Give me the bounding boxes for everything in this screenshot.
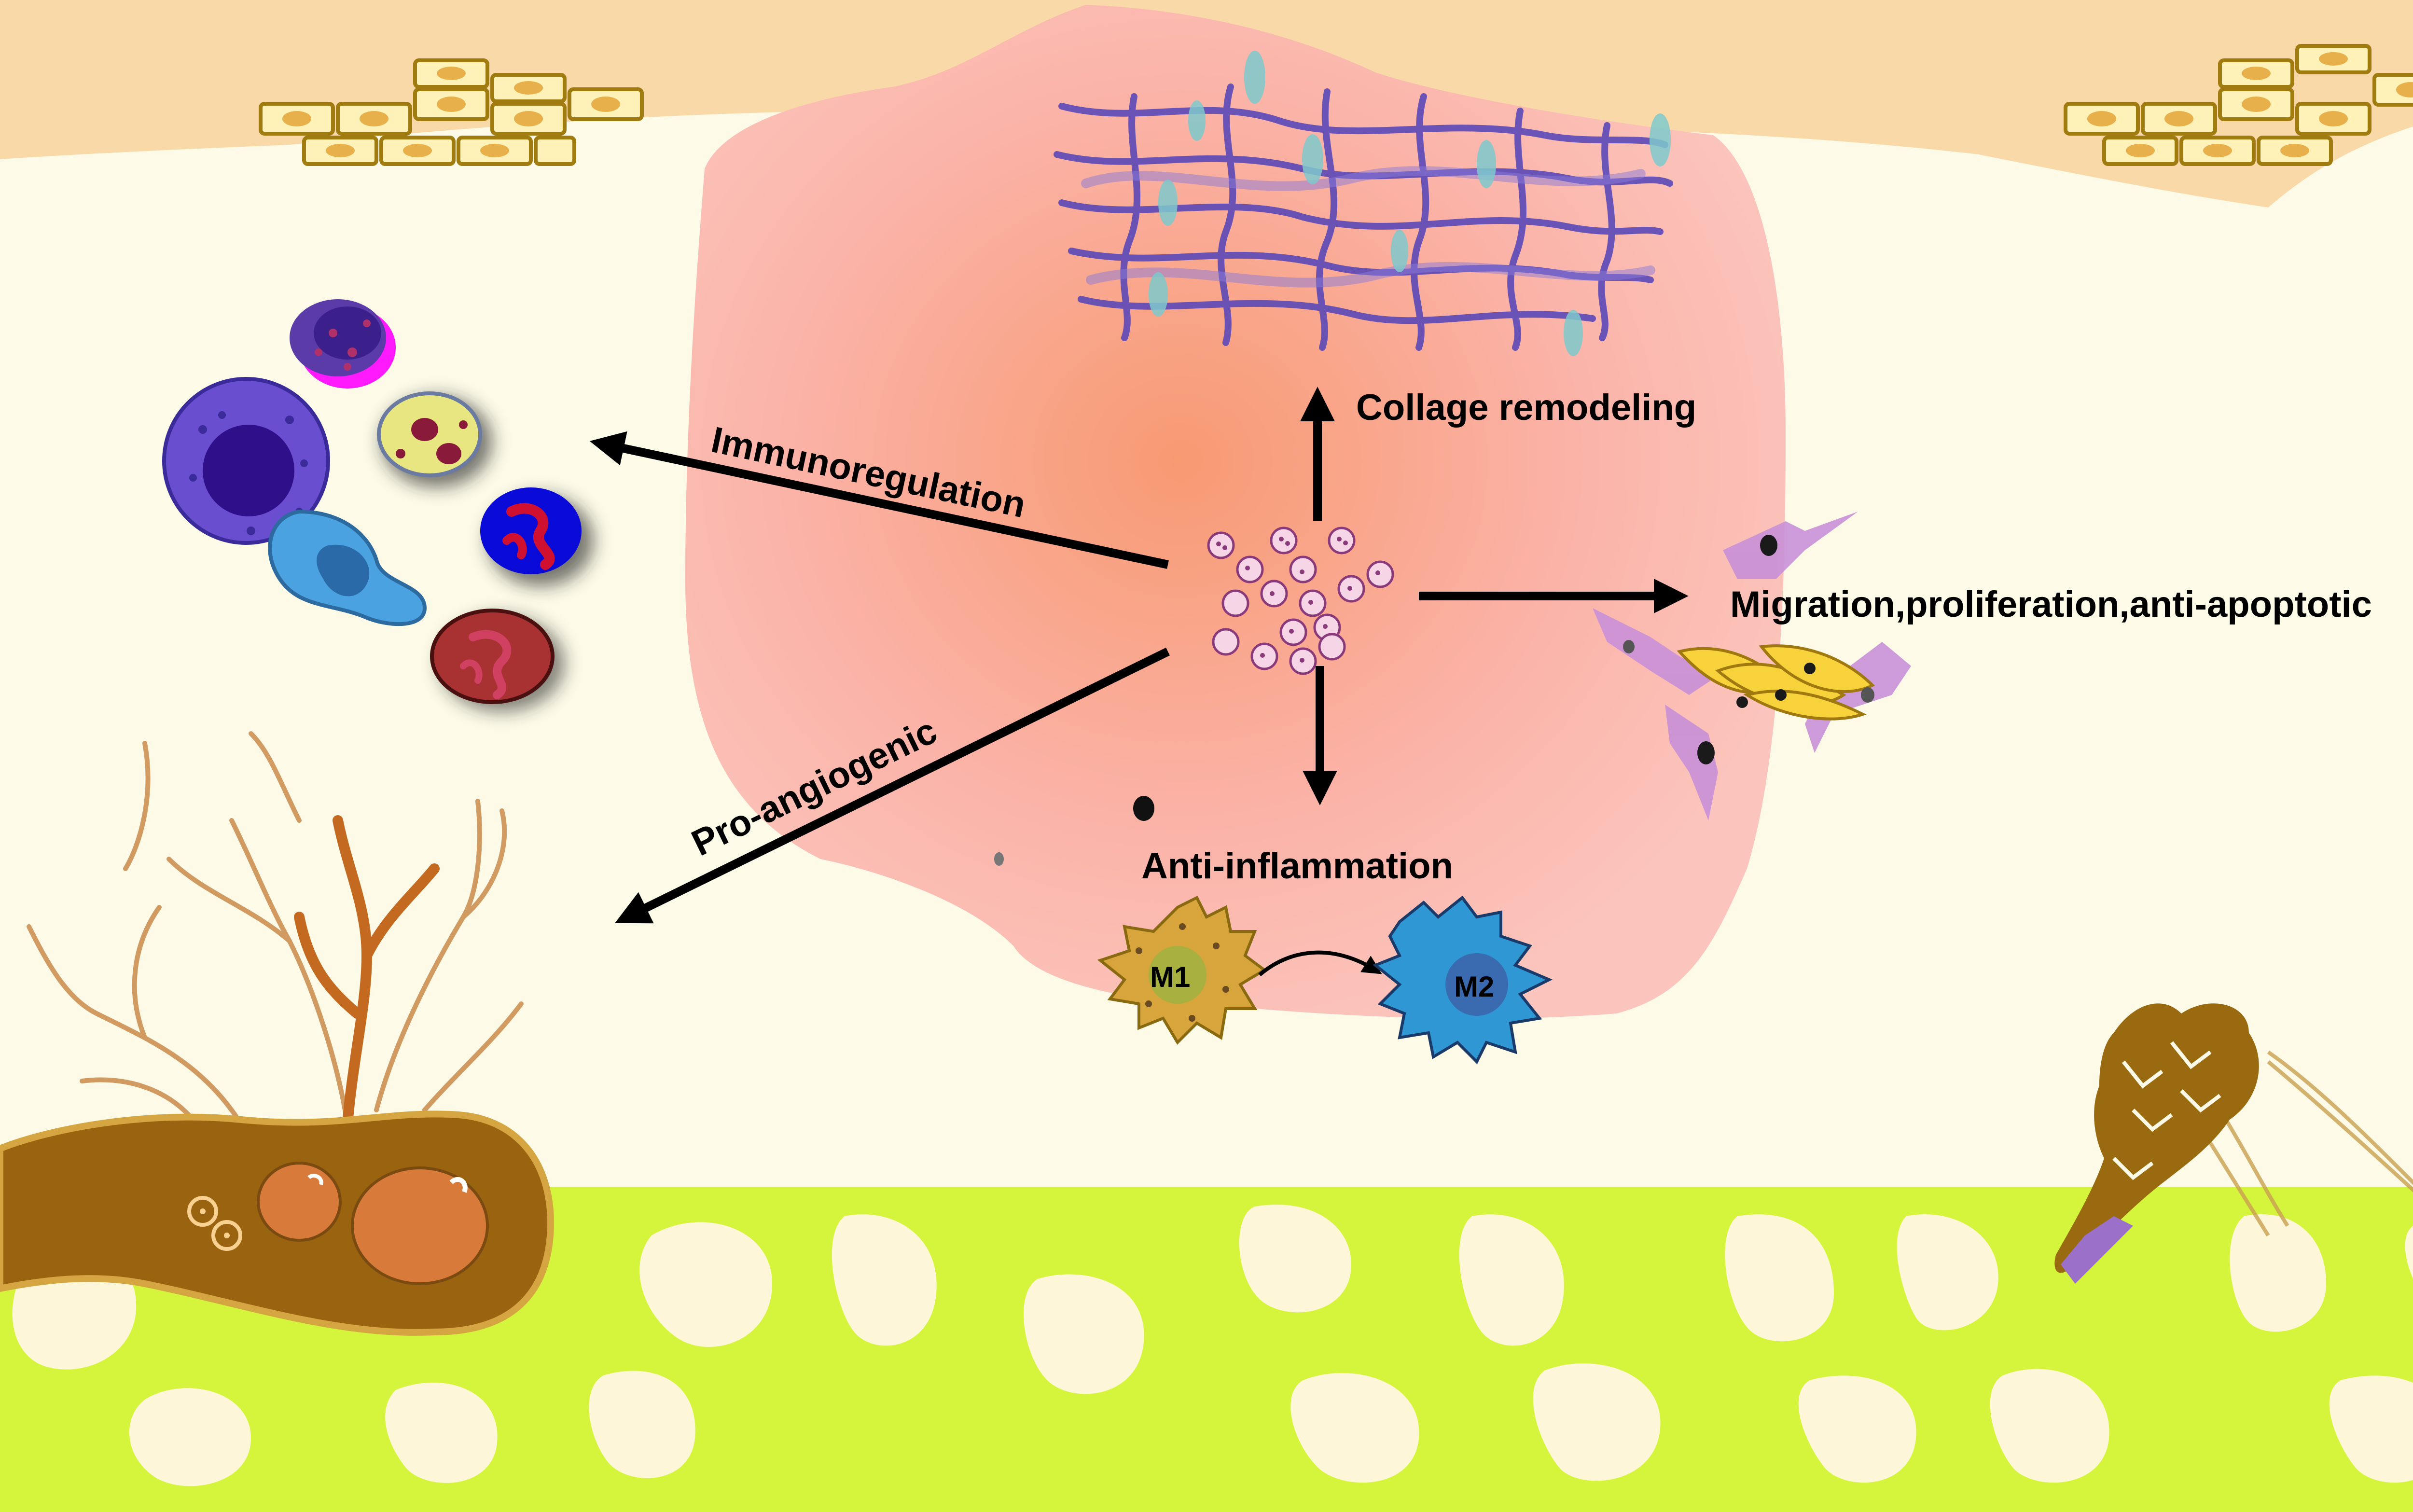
blood-vessel-icon <box>0 731 554 1336</box>
cell-monocyte <box>268 509 427 626</box>
cell-eosinophil <box>377 391 492 487</box>
collagen-fibroblast-spots <box>1149 51 1671 356</box>
fat-lobules <box>12 1205 2413 1486</box>
cell-dot-2 <box>994 852 1004 866</box>
cell-basophil <box>290 299 396 388</box>
hair-follicle-icon <box>2054 1003 2413 1284</box>
cell-macrophage-large <box>162 377 330 545</box>
fibroblast-cells-icon <box>1593 512 1911 820</box>
label-m1: M1 <box>1150 961 1190 993</box>
arrows <box>589 387 1689 924</box>
cell-neutrophil <box>480 487 594 586</box>
cell-dot-1 <box>1133 796 1154 821</box>
label-anti-inflammation: Anti-inflammation <box>1141 846 1453 887</box>
m1-to-m2-arrow <box>1258 950 1382 977</box>
keratinocyte-nuclei-left <box>282 67 620 157</box>
collagen-fibers-light <box>1081 166 1655 288</box>
label-migration: Migration,proliferation,anti-apoptotic <box>1730 584 2372 625</box>
macrophage-m1-icon <box>1097 895 1267 1045</box>
arrow-left-immuno <box>589 431 1169 569</box>
macrophage-m2-icon <box>1373 895 1553 1065</box>
wound-area <box>685 5 1786 1019</box>
arrow-left-angio <box>615 647 1170 924</box>
immune-cells-icon <box>162 299 594 712</box>
keratinocyte-nuclei-right <box>2087 52 2413 157</box>
cell-lymphocyte <box>430 609 565 712</box>
exosome-dots <box>1216 537 1380 663</box>
label-m2: M2 <box>1454 971 1494 1003</box>
label-collagen-remodeling: Collage remodeling <box>1356 387 1696 428</box>
